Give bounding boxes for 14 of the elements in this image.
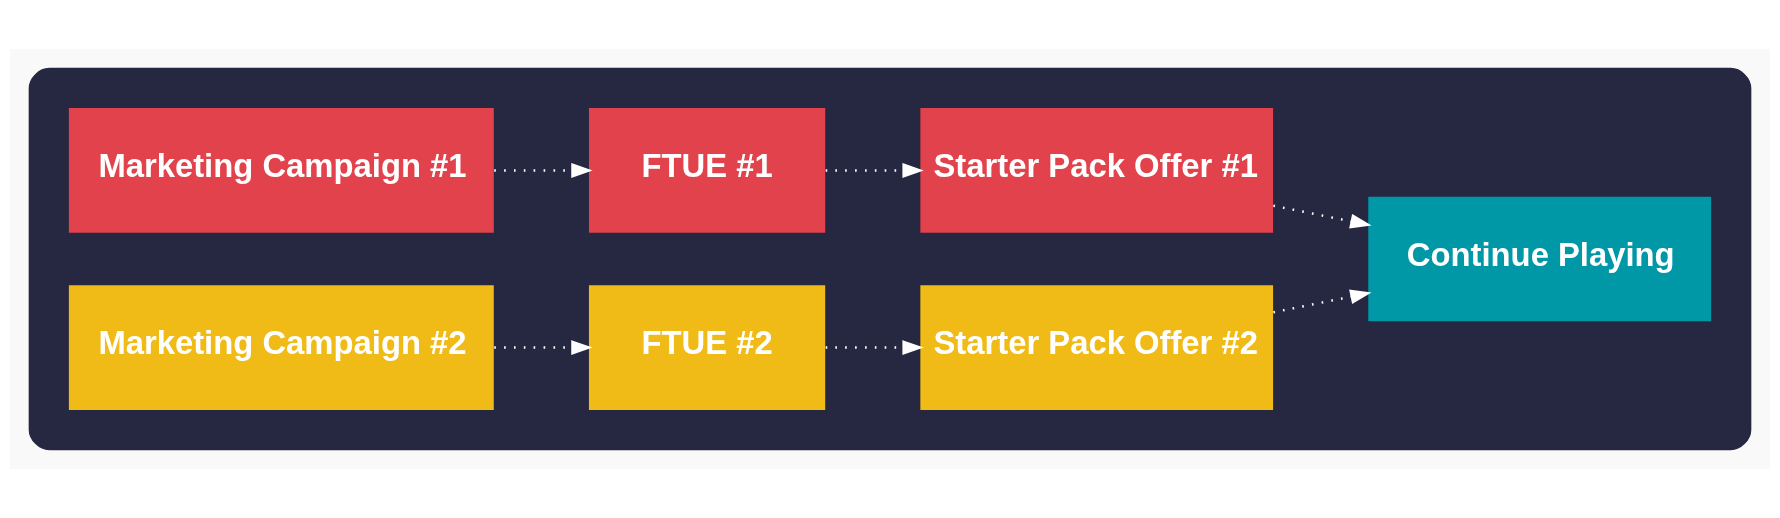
arrow [825, 340, 924, 356]
arrow [1273, 289, 1372, 314]
arrow [494, 340, 593, 356]
cluster [28, 67, 1752, 451]
arrow [494, 162, 593, 178]
arrow [825, 162, 924, 178]
node-box: Marketing Campaign #2 [68, 285, 494, 410]
node-box: FTUE #1 [588, 108, 826, 233]
node-box: Starter Pack Offer #2 [920, 285, 1274, 410]
node-box: Starter Pack Offer #1 [920, 108, 1274, 233]
node-box: Continue Playing [1368, 196, 1712, 322]
node-box: Marketing Campaign #1 [68, 108, 494, 233]
node-box: FTUE #2 [588, 285, 826, 410]
arrow [1273, 204, 1372, 229]
